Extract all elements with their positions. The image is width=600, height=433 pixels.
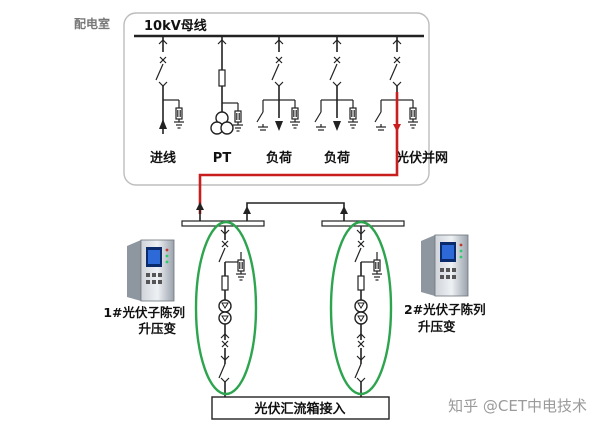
watermark: 知乎 @CET中电技术 <box>448 397 587 415</box>
feeder-bay-1 <box>155 36 184 134</box>
relay-right-label-line1: 2#光伏子陈列 <box>404 302 486 317</box>
fuse-icon <box>357 275 365 291</box>
pv-grid-connection-path <box>198 92 399 214</box>
feeder-bay-2 <box>210 36 243 135</box>
relay-device-right <box>421 234 469 297</box>
pv-arrow-icon <box>393 124 401 132</box>
fuse-icon <box>218 69 226 87</box>
right-branch <box>354 226 382 397</box>
feeder-bay-4 <box>314 36 358 131</box>
feeder-label-2: PT <box>213 151 232 166</box>
relay-device-left <box>127 239 175 302</box>
feeder-label-5: 光伏并网 <box>395 150 448 166</box>
transformer-winding-icon <box>218 299 232 313</box>
relay-left-label-line1: 1#光伏子陈列 <box>103 305 185 320</box>
relay-left-label-line2: 升压变 <box>138 321 176 336</box>
left-branch <box>218 226 246 397</box>
tie-link <box>246 202 345 221</box>
right-highlight-ellipse <box>329 220 393 396</box>
room-label: 配电室 <box>74 16 110 31</box>
fuse-icon <box>221 275 229 291</box>
feeder-bay-3 <box>256 36 300 131</box>
feeder-label-4: 负荷 <box>324 150 350 166</box>
feeder-bay-5 <box>374 36 418 131</box>
left-highlight-ellipse <box>194 220 258 396</box>
transformer-winding-icon <box>218 311 232 325</box>
distribution-room-panel <box>123 12 430 186</box>
busbar-label: 10kV母线 <box>144 18 207 34</box>
combiner-box <box>211 396 390 420</box>
feeder-bays: 进线 PT 负荷 负荷 光伏并网 <box>150 36 448 166</box>
feeder-label-3: 负荷 <box>266 150 292 166</box>
transformer-winding-icon <box>354 299 368 313</box>
transformer-winding-icon <box>354 311 368 325</box>
combiner-label: 光伏汇流箱接入 <box>253 401 345 417</box>
relay-right-label-line2: 升压变 <box>418 319 456 334</box>
feeder-label-1: 进线 <box>150 150 176 166</box>
